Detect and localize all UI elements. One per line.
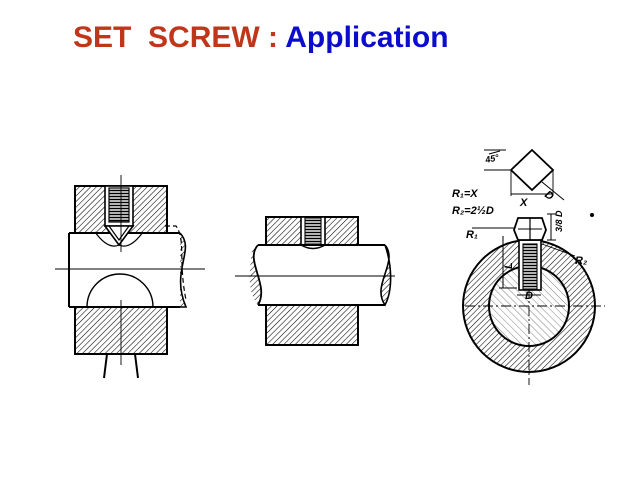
hub-on-shaft xyxy=(235,216,395,346)
title-suffix: Application xyxy=(285,21,449,54)
collar-with-flat-point-section: 45° R₁=X R₂=2½D X D 3/8 D R₁ R₂ L D xyxy=(452,148,605,385)
shaft-2 xyxy=(235,244,395,307)
collar-with-conical-point xyxy=(55,175,205,379)
dimension-labels: 45° R₁=X R₂=2½D X D 3/8 D R₁ R₂ L D xyxy=(452,152,587,302)
slide-title: SET SCREW : Application xyxy=(73,16,449,60)
hub-bottom-section-1 xyxy=(74,273,168,379)
r1-label: R₁ xyxy=(466,229,478,241)
d-dimension-label: D xyxy=(542,189,555,203)
set-screw xyxy=(513,217,547,291)
angle-label: 45° xyxy=(483,152,500,165)
square-head-view xyxy=(484,148,565,201)
dimension-lines xyxy=(472,213,594,296)
collar-ring xyxy=(462,234,605,385)
shaft-1 xyxy=(55,225,205,308)
length-label: L xyxy=(503,262,515,269)
depth-dimension-label: 3/8 D xyxy=(554,210,564,232)
r2-definition: R₂=2½D xyxy=(452,205,494,217)
x-dimension-label: X xyxy=(519,197,528,209)
r1-definition: R₁=X xyxy=(452,188,478,200)
bore-diameter-label: D xyxy=(525,290,533,302)
hub-top-section-2 xyxy=(265,216,359,250)
hub-bottom-section-2 xyxy=(265,304,359,346)
r2-label: R₂ xyxy=(575,255,587,267)
title-prefix: SET SCREW : xyxy=(73,21,279,54)
